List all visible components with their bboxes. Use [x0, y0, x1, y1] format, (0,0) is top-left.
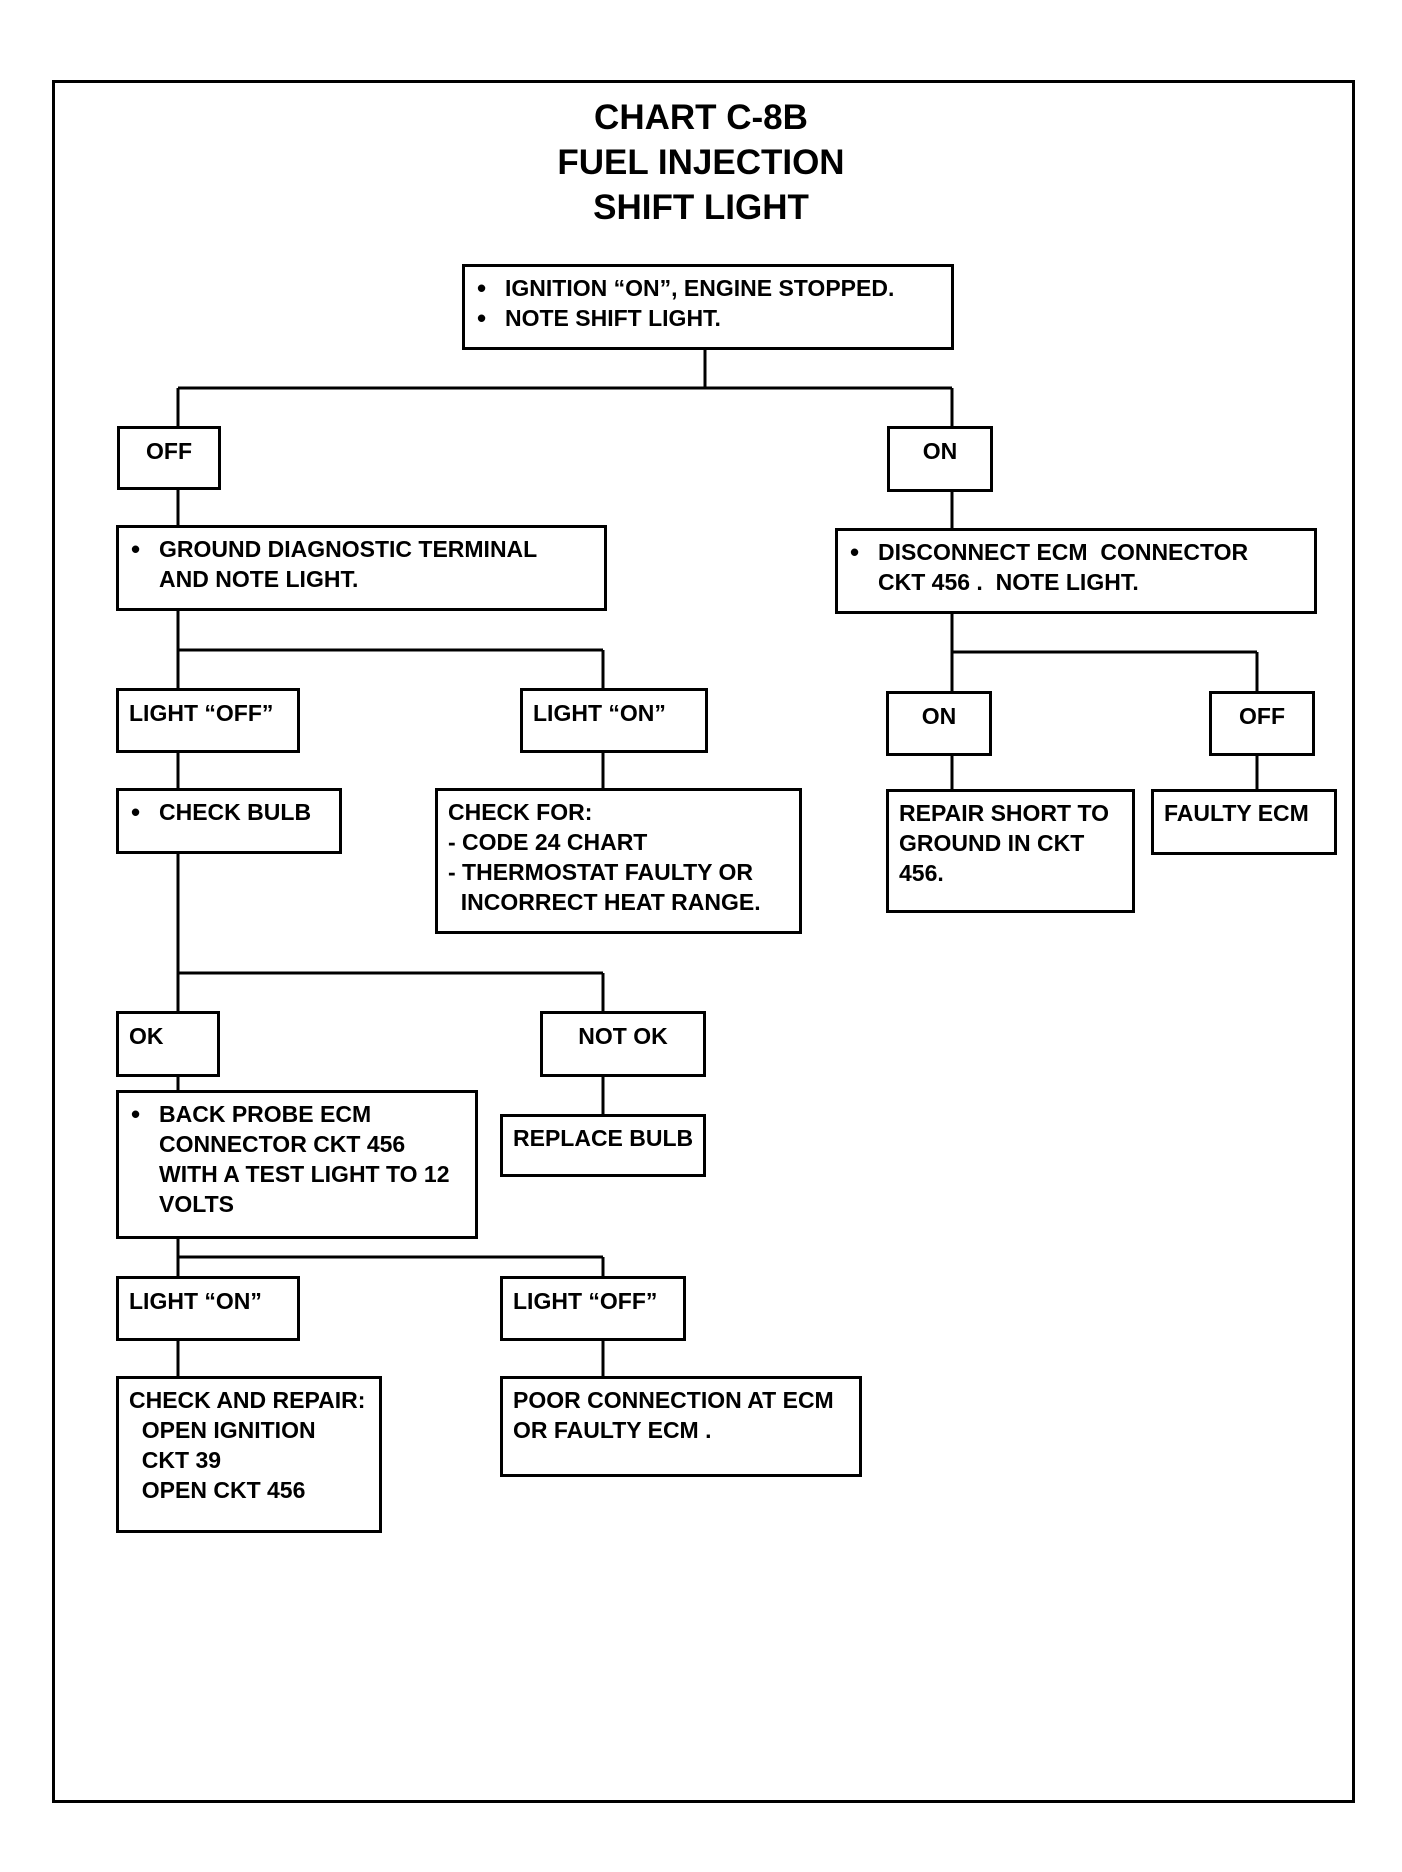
ecm-off-label-text: OFF	[1239, 703, 1285, 729]
check-repair-line-4: OPEN CKT 456	[129, 1477, 306, 1503]
repair-short-line-2: GROUND IN CKT	[899, 830, 1085, 856]
back-probe-line-2: CONNECTOR CKT 456	[159, 1131, 406, 1157]
on-label: ON	[887, 426, 993, 492]
ground-diagnostic-line-1: GROUND DIAGNOSTIC TERMINAL	[159, 536, 538, 562]
light-off-label-2-text: LIGHT “OFF”	[513, 1288, 658, 1314]
check-bulb-text: CHECK BULB	[129, 797, 329, 827]
disconnect-ecm-line-1: DISCONNECT ECM CONNECTOR	[878, 539, 1249, 565]
check-for-line-2: - CODE 24 CHART	[448, 829, 648, 855]
start-step-1: IGNITION “ON”, ENGINE STOPPED.	[475, 273, 941, 303]
light-off-label-2: LIGHT “OFF”	[500, 1276, 686, 1341]
back-probe-line-4: VOLTS	[159, 1191, 234, 1217]
check-for-box: CHECK FOR: - CODE 24 CHART - THERMOSTAT …	[435, 788, 802, 934]
title-line-system: FUEL INJECTION	[557, 143, 845, 182]
disconnect-ecm-text: DISCONNECT ECM CONNECTOR CKT 456 . NOTE …	[848, 537, 1304, 597]
check-bulb-box: CHECK BULB	[116, 788, 342, 854]
title-line-chart-id: CHART C-8B	[594, 98, 808, 137]
repair-short-line-1: REPAIR SHORT TO	[899, 800, 1109, 826]
page-frame	[52, 80, 1355, 1803]
replace-bulb-text: REPLACE BULB	[513, 1125, 694, 1151]
ecm-on-label: ON	[886, 691, 992, 756]
check-for-line-4: INCORRECT HEAT RANGE.	[448, 889, 761, 915]
disconnect-ecm-line-2: CKT 456 . NOTE LIGHT.	[878, 569, 1139, 595]
check-repair-line-2: OPEN IGNITION	[129, 1417, 316, 1443]
light-off-label: LIGHT “OFF”	[116, 688, 300, 753]
not-ok-label: NOT OK	[540, 1011, 706, 1077]
start-step-2: NOTE SHIFT LIGHT.	[475, 303, 941, 333]
repair-short-box: REPAIR SHORT TO GROUND IN CKT 456.	[886, 789, 1135, 913]
ok-label-text: OK	[129, 1023, 164, 1049]
replace-bulb-box: REPLACE BULB	[500, 1114, 706, 1177]
back-probe-text: BACK PROBE ECM CONNECTOR CKT 456 WITH A …	[129, 1099, 465, 1219]
check-repair-line-1: CHECK AND REPAIR:	[129, 1387, 366, 1413]
ecm-off-label: OFF	[1209, 691, 1315, 756]
light-on-label: LIGHT “ON”	[520, 688, 708, 753]
poor-connection-line-2: OR FAULTY ECM .	[513, 1417, 712, 1443]
not-ok-label-text: NOT OK	[578, 1023, 668, 1049]
back-probe-line-3: WITH A TEST LIGHT TO 12	[159, 1161, 450, 1187]
chart-title: CHART C-8B FUEL INJECTION SHIFT LIGHT	[0, 95, 1402, 230]
poor-connection-line-1: POOR CONNECTION AT ECM	[513, 1387, 834, 1413]
title-line-subject: SHIFT LIGHT	[593, 188, 809, 227]
light-on-label-text: LIGHT “ON”	[533, 700, 666, 726]
faulty-ecm-box: FAULTY ECM	[1151, 789, 1337, 855]
ecm-on-label-text: ON	[921, 703, 957, 729]
back-probe-line-1: BACK PROBE ECM	[159, 1101, 372, 1127]
repair-short-line-3: 456.	[899, 860, 944, 886]
light-off-label-text: LIGHT “OFF”	[129, 700, 274, 726]
light-on-label-2-text: LIGHT “ON”	[129, 1288, 262, 1314]
start-box: IGNITION “ON”, ENGINE STOPPED. NOTE SHIF…	[462, 264, 954, 350]
light-on-label-2: LIGHT “ON”	[116, 1276, 300, 1341]
check-for-line-3: - THERMOSTAT FAULTY OR	[448, 859, 753, 885]
ground-diagnostic-box: GROUND DIAGNOSTIC TERMINAL AND NOTE LIGH…	[116, 525, 607, 611]
poor-connection-box: POOR CONNECTION AT ECM OR FAULTY ECM .	[500, 1376, 862, 1477]
on-label-text: ON	[922, 438, 958, 464]
back-probe-box: BACK PROBE ECM CONNECTOR CKT 456 WITH A …	[116, 1090, 478, 1239]
off-label: OFF	[117, 426, 221, 490]
check-repair-line-3: CKT 39	[129, 1447, 222, 1473]
ground-diagnostic-line-2: AND NOTE LIGHT.	[159, 566, 359, 592]
faulty-ecm-text: FAULTY ECM	[1164, 800, 1309, 826]
check-repair-box: CHECK AND REPAIR: OPEN IGNITION CKT 39 O…	[116, 1376, 382, 1533]
ok-label: OK	[116, 1011, 220, 1077]
ground-diagnostic-text: GROUND DIAGNOSTIC TERMINAL AND NOTE LIGH…	[129, 534, 594, 594]
check-for-line-1: CHECK FOR:	[448, 799, 593, 825]
disconnect-ecm-box: DISCONNECT ECM CONNECTOR CKT 456 . NOTE …	[835, 528, 1317, 614]
off-label-text: OFF	[146, 438, 192, 464]
